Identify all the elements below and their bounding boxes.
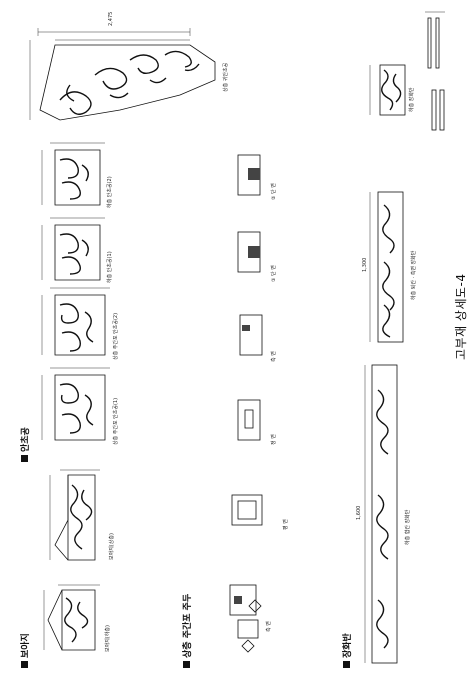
anchogong-drawings [41, 142, 110, 441]
square-bullet-icon [183, 661, 190, 668]
dim-janghwaban-long: 1,600 [356, 505, 362, 520]
caption-section-1: ① 단 면 [271, 265, 277, 282]
section-header-anchogong: 안초공 [18, 427, 31, 462]
caption-janghwaban-long: 하층 협칸 장화반 [405, 509, 411, 545]
section-label: 보아지 [21, 633, 31, 658]
top-large-bracket [29, 28, 216, 121]
caption-top-bracket: 상층 귀안초공 [223, 62, 229, 92]
caption-section-2: ② 단 면 [271, 183, 277, 200]
caption-ancho-1: 상층 주간포 안초공(1) [113, 397, 119, 445]
right-elevations [369, 11, 445, 131]
dim-top-total: 2,475 [108, 11, 114, 26]
section-header-boaji: 보아지 [18, 633, 31, 668]
section-header-janghwaban: 장화반 [340, 633, 353, 668]
section-header-judu: 상층 주간포 주두 [180, 594, 193, 668]
section-label: 안초공 [21, 427, 31, 452]
caption-boaji-lower: 보아지(하층) [105, 625, 111, 652]
section-label: 장화반 [343, 633, 353, 658]
caption-side-view: 측 면 [266, 621, 272, 632]
square-bullet-icon [343, 661, 350, 668]
caption-plan: 평 면 [283, 519, 289, 530]
caption-janghwaban-mid: 하층 퇴칸 · 측면 장화반 [411, 250, 417, 300]
square-bullet-icon [21, 455, 28, 462]
judu-drawings [229, 154, 263, 653]
caption-boaji-upper: 보아지(상층) [109, 533, 115, 560]
caption-ancho-2: 상층 주간포 안초공(2) [113, 312, 119, 360]
dim-janghwaban-mid: 1,300 [362, 257, 368, 272]
caption-side: 측 면 [271, 351, 277, 362]
caption-janghwaban-small: 하층 장화반 [409, 87, 415, 112]
section-label: 상층 주간포 주두 [183, 593, 193, 658]
sheet-title: 고부재 상세도-4 [454, 273, 468, 360]
square-bullet-icon [21, 661, 28, 668]
caption-front: 정 면 [271, 434, 277, 445]
caption-ancho-3: 하층 안초공(1) [107, 251, 113, 283]
caption-ancho-4: 하층 안초공(2) [107, 176, 113, 208]
janghwaban-drawings [364, 191, 404, 664]
boaji-drawings [43, 469, 100, 651]
